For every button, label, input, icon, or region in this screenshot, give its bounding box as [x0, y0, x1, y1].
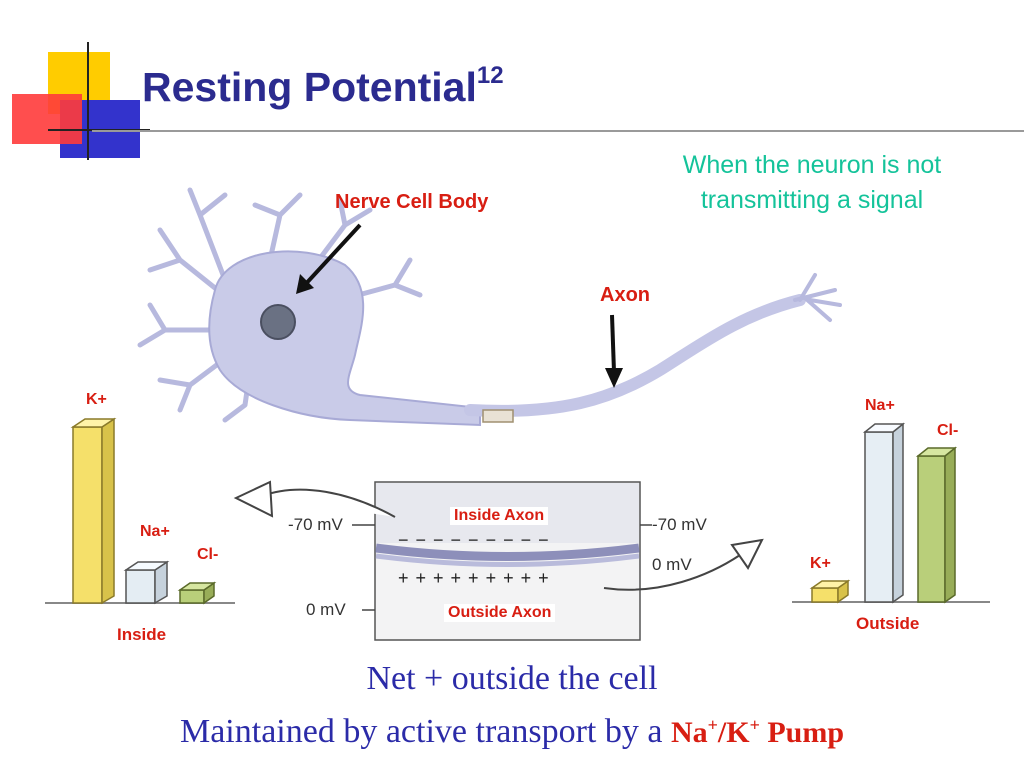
- pump-k-charge: +: [749, 715, 760, 735]
- inside-na-bar: [125, 569, 156, 604]
- outside-k-label: K+: [810, 555, 831, 572]
- axon-terminals: [793, 273, 842, 322]
- outside-positive-charges: + + + + + + + + +: [398, 568, 550, 588]
- outside-cl-label: Cl-: [937, 422, 959, 439]
- logo-red-square: [12, 94, 82, 144]
- inside-k-bar-side: [101, 417, 115, 605]
- outside-na-label: Na+: [865, 397, 895, 414]
- right-0-mv-label: 0 mV: [652, 555, 692, 574]
- inside-cl-bar: [179, 589, 205, 604]
- inside-label: Inside: [117, 625, 167, 644]
- pump-word: Pump: [759, 716, 845, 749]
- inside-negative-charges: − − − − − − − − −: [398, 530, 550, 550]
- subtitle: When the neuron is not transmitting a si…: [612, 148, 1012, 218]
- outside-k-bar: [811, 587, 839, 603]
- pump-name: Na+/K+ Pump: [670, 715, 845, 749]
- axon-label: Axon: [600, 284, 650, 306]
- page-title-superscript: 12: [476, 62, 504, 89]
- arrow-to-cell-body: [300, 223, 362, 290]
- right-neg70-mv-label: -70 mV: [652, 515, 707, 534]
- inside-cl-bar-top: [177, 582, 217, 591]
- right-flow-arrow-head: [730, 538, 764, 570]
- outside-cl-bar: [917, 455, 946, 603]
- arrow-head-cell-body: [296, 274, 314, 294]
- nerve-cell-body-label: Nerve Cell Body: [335, 191, 489, 213]
- inside-na-label: Na+: [140, 523, 170, 540]
- arrow-head-axon: [605, 368, 623, 388]
- inside-cl-label: Cl-: [197, 546, 219, 563]
- cell-body: [208, 250, 481, 427]
- outside-label: Outside: [856, 614, 920, 633]
- arrow-to-axon: [610, 314, 616, 373]
- subtitle-line-2: transmitting a signal: [700, 186, 924, 214]
- inside-k-bar: [72, 426, 103, 604]
- outside-k-bar-top: [809, 580, 851, 589]
- page-title-text: Resting Potential: [142, 64, 477, 110]
- nucleus: [260, 304, 296, 340]
- outside-na-bar-side: [892, 422, 904, 604]
- left-neg70-mv-label: -70 mV: [288, 515, 343, 534]
- inside-k-label: K+: [86, 391, 107, 408]
- pump-caption: Maintained by active transport by a Na+/…: [0, 713, 1024, 751]
- outside-na-bar: [864, 431, 894, 603]
- axon-segment-marker: [482, 409, 514, 423]
- left-flow-arrow: [261, 488, 396, 518]
- neuron-diagram: [45, 187, 990, 641]
- subtitle-line-1: When the neuron is not: [682, 151, 942, 179]
- corner-logo: [12, 42, 150, 160]
- outside-na-bar-top: [862, 423, 906, 433]
- axon-shape: [464, 294, 806, 417]
- inside-k-bar-top: [70, 418, 117, 428]
- left-flow-arrow-head: [233, 480, 274, 518]
- inside-na-bar-top: [123, 561, 170, 571]
- outside-cl-bar-top: [915, 447, 958, 457]
- pump-k: /K: [717, 716, 750, 749]
- left-0-mv-label: 0 mV: [306, 600, 346, 619]
- membrane-band-lower: [375, 553, 640, 567]
- membrane-band: [375, 543, 640, 561]
- inside-axon-label: Inside Axon: [450, 507, 549, 525]
- pump-na-charge: +: [707, 715, 718, 735]
- outside-axon-label: Outside Axon: [444, 604, 556, 622]
- title-underline: [92, 130, 1024, 132]
- pump-caption-prefix: Maintained by active transport by a: [179, 713, 671, 750]
- right-flow-arrow: [603, 554, 741, 591]
- outside-cl-bar-side: [944, 446, 956, 604]
- pump-na: Na: [670, 716, 708, 749]
- page-title: Resting Potential12: [142, 62, 504, 111]
- net-charge-caption: Net + outside the cell: [366, 660, 658, 697]
